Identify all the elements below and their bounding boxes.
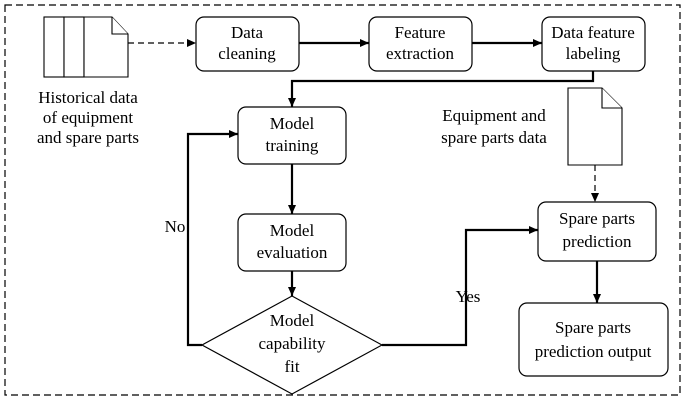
model-evaluation-label-line: evaluation — [257, 243, 328, 262]
model-evaluation-label-line: Model — [270, 221, 315, 240]
feature-extraction-label-line: extraction — [386, 44, 454, 63]
model-training-label: Model training — [266, 114, 319, 155]
model-capability-fit-diamond — [200, 295, 384, 395]
spare-parts-prediction-label-line: prediction — [563, 232, 632, 251]
spare-parts-prediction-output-label-line: prediction output — [535, 342, 652, 361]
model-capability-fit-label: Model capability fit — [258, 311, 326, 376]
equipment-spare-parts-data-label-line: Equipment and — [442, 106, 546, 125]
equipment-spare-parts-data-label: Equipment and spare parts data — [441, 106, 547, 147]
edge-labeling-to-training — [288, 71, 595, 107]
historical-data-label-line: of equipment — [43, 108, 133, 127]
data-cleaning-label-line: cleaning — [218, 44, 276, 63]
historical-data-label: Historical data of equipment and spare p… — [37, 88, 139, 147]
edge-fit-yes-to-prediction — [382, 226, 538, 347]
model-capability-fit-label-line: Model — [270, 311, 315, 330]
no-edge-label: No — [165, 217, 186, 236]
historical-data-document-icon — [43, 16, 129, 78]
data-cleaning-label: Data cleaning — [218, 23, 276, 63]
spare-parts-prediction-output-label: Spare parts prediction output — [535, 318, 652, 361]
spare-parts-prediction-label-line: Spare parts — [559, 209, 635, 228]
model-training-label-line: training — [266, 136, 319, 155]
equipment-spare-parts-data-label-line: spare parts data — [441, 128, 547, 147]
equipment-data-document-icon — [567, 87, 623, 166]
data-feature-labeling-label: Data feature labeling — [551, 23, 635, 63]
data-feature-labeling-label-line: Data feature — [551, 23, 635, 42]
spare-parts-prediction-label: Spare parts prediction — [559, 209, 635, 251]
outer-dashed-frame — [4, 4, 681, 396]
historical-data-label-line: Historical data — [38, 88, 138, 107]
data-feature-labeling-label-line: labeling — [566, 44, 621, 63]
model-capability-fit-label-line: capability — [258, 334, 326, 353]
model-training-label-line: Model — [270, 114, 315, 133]
data-cleaning-label-line: Data — [231, 23, 264, 42]
model-capability-fit-label-line: fit — [284, 357, 299, 376]
feature-extraction-label: Feature extraction — [386, 23, 454, 63]
spare-parts-prediction-output-box — [518, 302, 669, 377]
model-evaluation-label: Model evaluation — [257, 221, 328, 262]
feature-extraction-label-line: Feature — [395, 23, 446, 42]
spare-parts-prediction-output-label-line: Spare parts — [555, 318, 631, 337]
edge-fit-no-to-training — [186, 130, 238, 347]
historical-data-label-line: and spare parts — [37, 128, 139, 147]
yes-edge-label: Yes — [456, 287, 481, 306]
